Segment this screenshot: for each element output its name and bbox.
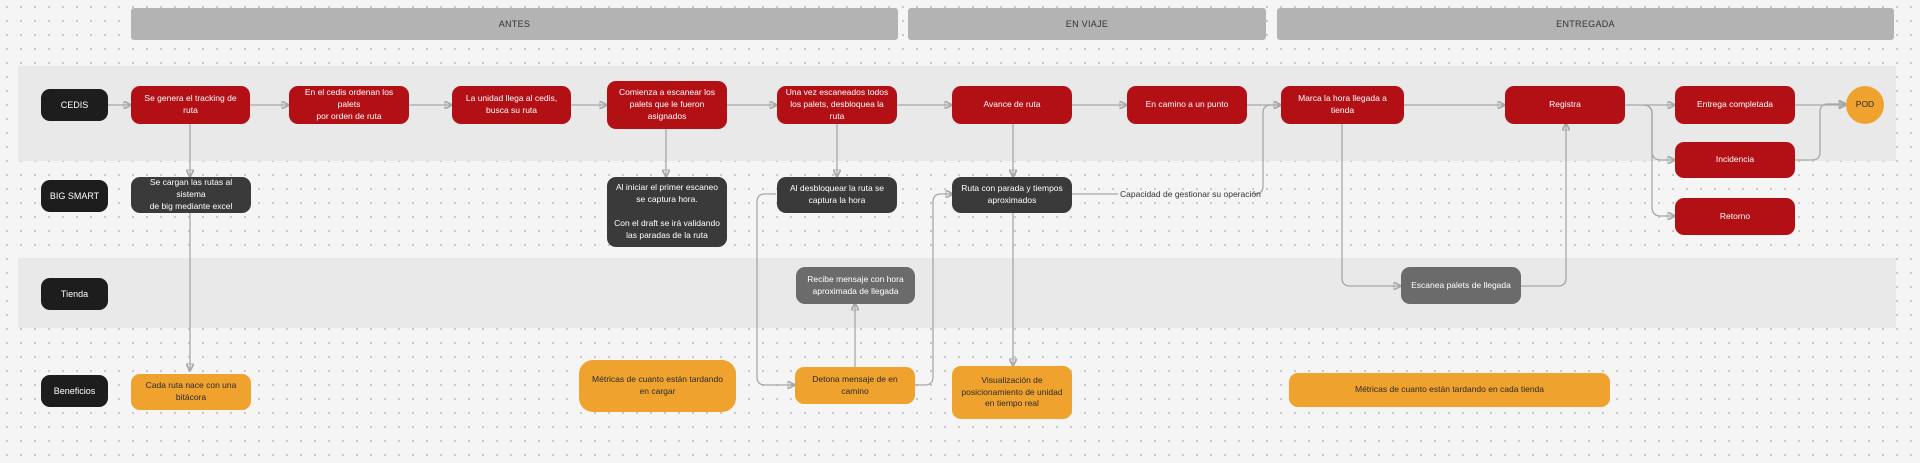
node-desbloquear-captura[interactable]: Al desbloquear la ruta se captura la hor… xyxy=(777,177,897,213)
node-desbloquea-ruta[interactable]: Una vez escaneados todos los palets, des… xyxy=(777,86,897,124)
node-unidad-llega[interactable]: La unidad llega al cedis, busca su ruta xyxy=(452,86,571,124)
connector xyxy=(1795,104,1845,161)
node-metricas-cargar[interactable]: Métricas de cuanto están tardando en car… xyxy=(579,360,736,412)
node-bitacora[interactable]: Cada ruta nace con una bitácora xyxy=(131,374,251,410)
lane-label-beneficios: Beneficios xyxy=(41,375,108,407)
connector xyxy=(1521,124,1566,287)
connector xyxy=(756,193,794,385)
node-cargan-rutas[interactable]: Se cargan las rutas al sistema de big me… xyxy=(131,177,251,213)
node-ruta-con-parada[interactable]: Ruta con parada y tiempos aproximados xyxy=(952,177,1072,213)
node-retorno[interactable]: Retorno xyxy=(1675,198,1795,235)
node-escanear-palets[interactable]: Comienza a escanear los palets que le fu… xyxy=(607,81,727,129)
node-incidencia[interactable]: Incidencia xyxy=(1675,142,1795,178)
node-metricas-tienda[interactable]: Métricas de cuanto están tardando en cad… xyxy=(1289,373,1610,407)
node-registra[interactable]: Registra xyxy=(1505,86,1625,124)
node-detona-mensaje[interactable]: Detona mensaje de en camino xyxy=(795,367,915,404)
node-en-camino[interactable]: En camino a un punto xyxy=(1127,86,1247,124)
node-entrega-completada[interactable]: Entrega completada xyxy=(1675,86,1795,124)
tienda-lane-band xyxy=(18,258,1896,328)
lane-label-cedis: CEDIS xyxy=(41,89,108,121)
node-pod[interactable]: POD xyxy=(1846,86,1884,124)
node-visualizacion[interactable]: Visualización de posicionamiento de unid… xyxy=(952,366,1072,419)
connector xyxy=(1341,124,1400,286)
node-avance-ruta[interactable]: Avance de ruta xyxy=(952,86,1072,124)
connector xyxy=(1642,104,1674,160)
phase-entregada-header: ENTREGADA xyxy=(1277,8,1894,40)
node-escanea-palets[interactable]: Escanea palets de llegada xyxy=(1401,267,1521,304)
node-ordenan-palets[interactable]: En el cedis ordenan los palets por orden… xyxy=(289,86,409,124)
phase-en-viaje-header: EN VIAJE xyxy=(908,8,1266,40)
connector xyxy=(1253,105,1280,195)
phase-antes-header: ANTES xyxy=(131,8,898,40)
node-recibe-mensaje[interactable]: Recibe mensaje con hora aproximada de ll… xyxy=(796,267,915,304)
node-tracking-ruta[interactable]: Se genera el tracking de ruta xyxy=(131,86,250,124)
connector xyxy=(1642,104,1674,216)
connector xyxy=(915,194,952,386)
label-capacidad-gestionar: Capacidad de gestionar su operación xyxy=(1120,189,1261,199)
node-marca-hora-llegada[interactable]: Marca la hora llegada a tienda xyxy=(1281,86,1404,124)
lane-label-big-smart: BIG SMART xyxy=(41,180,108,212)
lane-label-tienda: Tienda xyxy=(41,278,108,310)
node-primer-escaneo[interactable]: Al iniciar el primer escaneo se captura … xyxy=(607,177,727,247)
